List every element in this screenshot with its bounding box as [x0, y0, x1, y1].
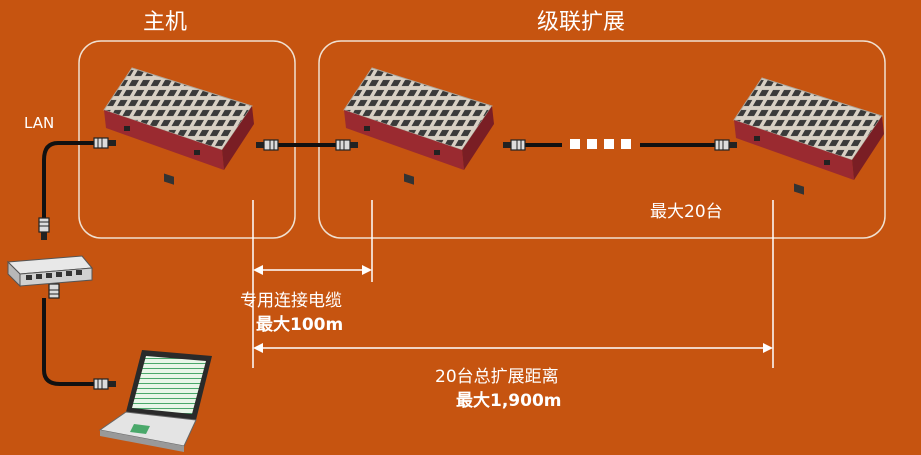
cascade-device-20 [733, 77, 885, 196]
lan-cable-top [42, 141, 94, 218]
plug-cascade-out [502, 139, 526, 151]
lan-label: LAN [24, 114, 55, 132]
laptop-icon [98, 350, 212, 452]
host-device [103, 67, 255, 186]
cascade-box [318, 40, 886, 239]
max-units-label: 最大20台 [650, 202, 723, 222]
total-distance-label: 20台总扩展距离 [435, 367, 559, 387]
host-title: 主机 [143, 10, 188, 35]
lan-cable-bottom [42, 298, 94, 386]
plug-laptop [93, 378, 117, 390]
plug-lan-switch-top [38, 217, 50, 241]
plug-cascade-in [335, 139, 359, 151]
cascade-title: 级联扩展 [537, 10, 626, 35]
plug-last-in [714, 139, 738, 151]
cable-name-label: 专用连接电缆 [240, 291, 342, 311]
cascade-device-1 [343, 67, 495, 186]
host-box [78, 40, 296, 239]
plug-lan-host [93, 137, 117, 149]
dimension-arrowheads [253, 265, 773, 353]
continuation-dots [570, 139, 631, 149]
total-max-label: 最大1,900m [456, 391, 562, 411]
network-switch-icon [6, 255, 93, 288]
plug-host-out [255, 139, 279, 151]
cable-max-label: 最大100m [256, 315, 344, 335]
dimension-lines [252, 200, 774, 368]
